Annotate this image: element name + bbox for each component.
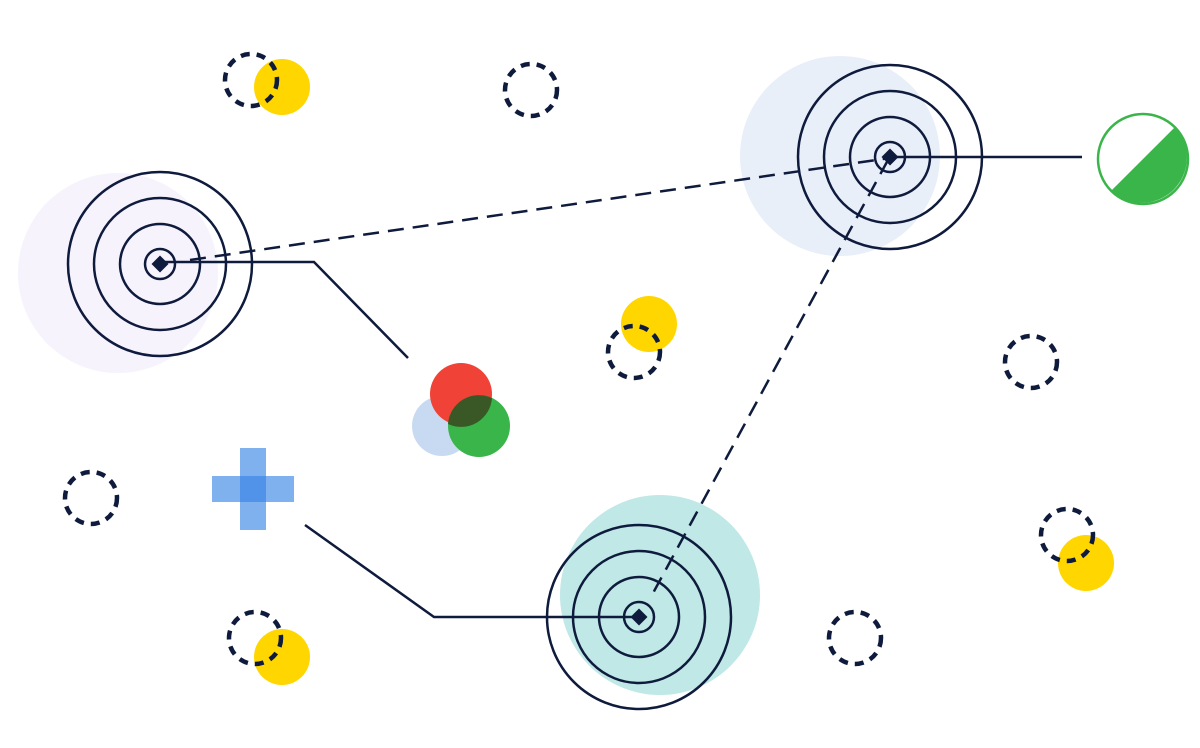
target-ring xyxy=(118,222,202,306)
yellow-dot-group-top-left xyxy=(222,51,310,115)
dashed-circle-icon xyxy=(1002,333,1060,391)
dashed-circle-icon xyxy=(605,323,663,381)
target-ring xyxy=(597,575,681,659)
dashed-link-left-to-top-right xyxy=(189,156,891,262)
dashed-link-top-right-to-bottom xyxy=(650,159,890,596)
target-ring xyxy=(143,247,177,281)
yellow-dot-icon xyxy=(1058,535,1114,591)
dashed-circle-icon xyxy=(502,61,560,119)
concentric-target-icon xyxy=(796,63,984,251)
venn-overlap-dark xyxy=(448,395,492,427)
dashed-circle-icon xyxy=(226,609,284,667)
plus-cross-icon xyxy=(212,448,294,530)
target-diamond-icon xyxy=(881,148,899,166)
dashed-circle-icon xyxy=(826,609,884,667)
target-left xyxy=(66,170,254,358)
target-ring xyxy=(873,140,907,174)
plus-center xyxy=(240,476,266,502)
target-bottom-halo xyxy=(560,495,760,695)
target-top-right-halo xyxy=(740,56,940,256)
target-ring xyxy=(92,196,228,332)
target-bottom xyxy=(545,523,733,711)
yellow-dot-icon xyxy=(621,296,677,352)
target-top-right xyxy=(796,63,984,251)
target-ring xyxy=(822,89,958,225)
target-ring xyxy=(622,600,656,634)
dashed-circle-icon xyxy=(222,51,280,109)
target-ring xyxy=(571,549,707,685)
target-left-halo xyxy=(18,173,218,373)
overlapping-circles-icon xyxy=(412,363,510,457)
dashed-circle-icon xyxy=(62,469,120,527)
target-ring xyxy=(848,115,932,199)
concentric-target-icon xyxy=(545,523,733,711)
yellow-dot-icon xyxy=(254,629,310,685)
dashed-circle-icon xyxy=(1038,506,1096,564)
yellow-dot-group-bottom-left xyxy=(226,609,310,685)
target-diamond-icon xyxy=(630,608,648,626)
solid-link-left-to-venn xyxy=(160,260,409,359)
yellow-dot-icon xyxy=(254,59,310,115)
yellow-dot-group-center xyxy=(605,296,677,381)
half-circle-fill xyxy=(1111,127,1187,203)
concentric-target-icon xyxy=(66,170,254,358)
target-diamond-icon xyxy=(151,255,169,273)
yellow-dot-group-right xyxy=(1038,506,1114,591)
solid-link-plus-to-bottom xyxy=(304,523,640,619)
half-filled-circle-icon xyxy=(1096,112,1190,206)
